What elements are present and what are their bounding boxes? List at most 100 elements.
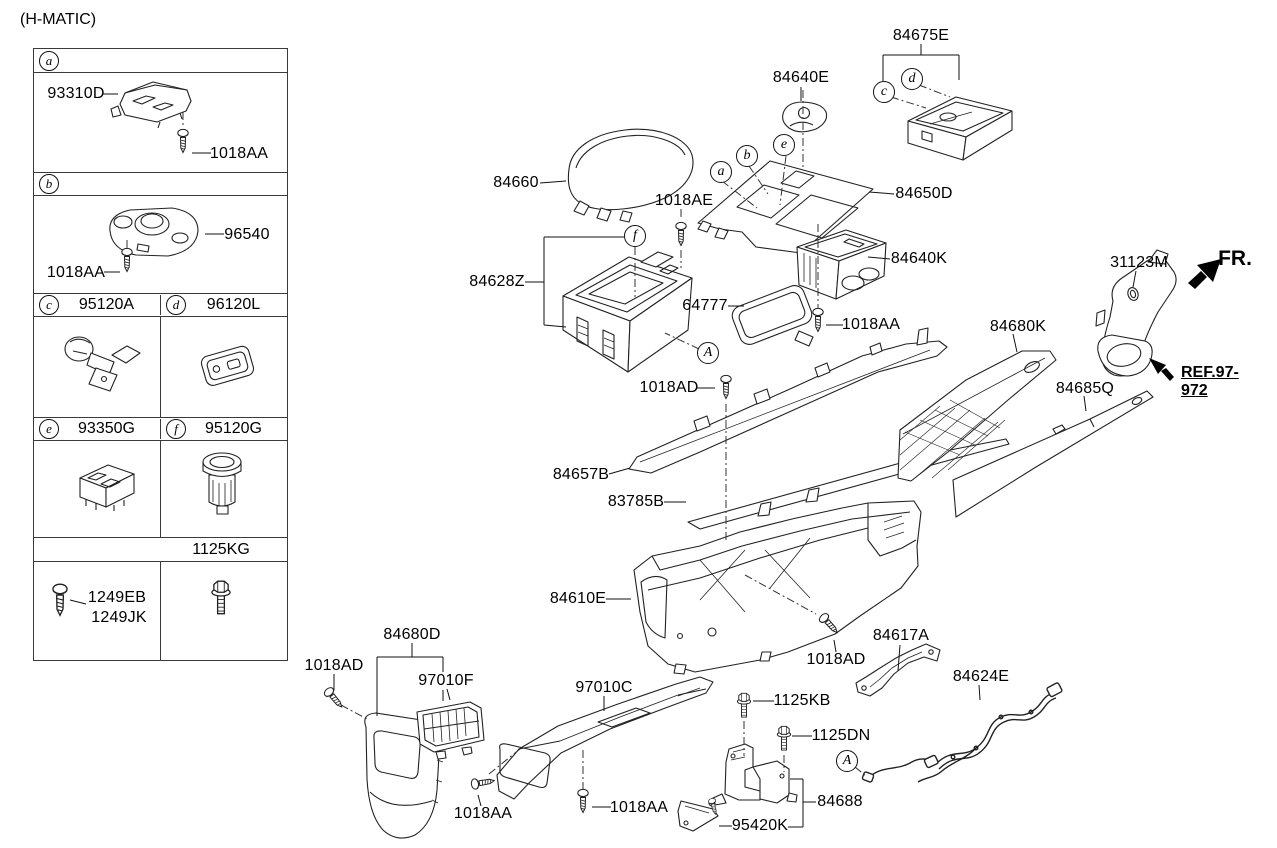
part-label-84688-32: 84688 — [817, 793, 863, 810]
part-label-1018AA-29: 1018AA — [609, 799, 669, 816]
part-84628Z-storage-tray — [562, 251, 693, 373]
part-label-1018AD-25: 1018AD — [304, 657, 364, 674]
screw-icon — [707, 797, 720, 816]
part-label-84680K-15: 84680K — [989, 318, 1047, 335]
part-95420K-strap — [677, 799, 719, 832]
callout-A-icon-7: A — [836, 750, 858, 772]
bolt-icon — [776, 725, 792, 751]
part-label-1018AE-9: 1018AE — [654, 192, 714, 209]
part-84617A-bracket — [855, 643, 941, 697]
part-84610E-console-body — [633, 487, 922, 675]
fr-arrow-icon — [1188, 259, 1221, 289]
callout-f-icon-5: f — [624, 225, 646, 247]
part-label-84640E-7: 84640E — [772, 69, 830, 86]
part-label-31123M-16: 31123M — [1110, 254, 1168, 271]
part-label-84617A-23: 84617A — [872, 627, 930, 644]
part-label-84610E-21: 84610E — [549, 590, 607, 607]
part-64777-lid — [731, 285, 814, 347]
part-label-1249EB-4: 1249EB — [87, 589, 147, 606]
part-number-93350G: 93350G — [78, 420, 135, 437]
legend-row-screws-image — [34, 562, 287, 660]
part-84680K-mesh-panel — [897, 350, 1057, 482]
screw-icon — [470, 774, 496, 791]
part-label-1018AA-28: 1018AA — [453, 805, 513, 822]
part-label-95420K-33: 95420K — [731, 817, 789, 834]
reference-link-label: REF.97-972 — [1181, 364, 1239, 399]
part-label-1018AD-18: 1018AD — [639, 379, 699, 396]
legend-cell-c: c 95120A — [34, 295, 161, 315]
part-84685Q-strip — [952, 390, 1154, 518]
part-97010F-vent — [416, 701, 485, 760]
screw-icon — [720, 374, 732, 399]
part-label-84628Z-12: 84628Z — [469, 273, 525, 290]
part-label-1018AA-14: 1018AA — [841, 316, 901, 333]
part-83785B-strip — [687, 438, 1010, 530]
part-84657B-rail — [628, 327, 948, 474]
part-label-1018AD-22: 1018AD — [806, 651, 866, 668]
fr-direction-label: FR. — [1218, 247, 1252, 270]
part-label-96540-2: 96540 — [224, 226, 270, 243]
part-84624E-harness — [861, 682, 1063, 783]
part-label-64777-13: 64777 — [682, 297, 728, 314]
callout-A-icon-6: A — [697, 342, 719, 364]
part-31123M-oring — [1127, 287, 1139, 301]
callout-e-icon: e — [39, 419, 59, 439]
part-number-1125KG: 1125KG — [192, 540, 250, 558]
part-label-84685Q-17: 84685Q — [1055, 380, 1115, 397]
callout-a-icon-0: a — [710, 161, 732, 183]
legend-row-ef-header: e 93350G f 95120G — [34, 418, 287, 441]
callout-b-icon: b — [39, 174, 59, 194]
callout-f-icon: f — [166, 419, 186, 439]
legend-row-b-header: b — [34, 173, 287, 196]
legend-cell-d: d 96120L — [161, 295, 287, 315]
part-label-1249JK-5: 1249JK — [91, 609, 147, 626]
part-label-84680D-24: 84680D — [383, 626, 441, 643]
screw-icon — [675, 221, 687, 246]
callout-d-icon-4: d — [901, 68, 923, 90]
legend-table: a b c 95120A d 96120L e 93350G f — [33, 48, 288, 661]
part-label-1125DN-31: 1125DN — [811, 727, 871, 744]
part-label-84660-8: 84660 — [493, 174, 539, 191]
part-number-95120A: 95120A — [78, 296, 135, 313]
part-number-96120L: 96120L — [206, 296, 261, 313]
part-label-84675E-6: 84675E — [892, 27, 950, 44]
part-84680D-rear-panel — [364, 712, 444, 839]
callout-a-icon: a — [39, 50, 59, 71]
screw-icon — [817, 611, 842, 637]
part-number-95120G: 95120G — [205, 420, 262, 437]
legend-row-cd-image — [34, 317, 287, 418]
console-part-drawings — [364, 96, 1177, 839]
legend-cell-1125kg: 1125KG — [161, 541, 287, 559]
part-label-97010C-27: 97010C — [575, 679, 633, 696]
legend-cell-e: e 93350G — [34, 419, 161, 439]
callout-c-icon-3: c — [873, 81, 895, 103]
part-84675E-tray — [907, 96, 1013, 161]
legend-cell-f: f 95120G — [161, 419, 287, 439]
callout-c-icon: c — [39, 295, 59, 315]
part-label-1018AA-1: 1018AA — [209, 145, 269, 162]
legend-row-1125kg: 1125KG — [34, 538, 287, 562]
part-label-84624E-34: 84624E — [952, 668, 1010, 685]
screw-icon — [812, 307, 824, 332]
legend-row-cd-header: c 95120A d 96120L — [34, 294, 287, 317]
part-label-84650D-10: 84650D — [895, 185, 953, 202]
part-label-84640K-11: 84640K — [890, 250, 948, 267]
callout-d-icon: d — [166, 295, 186, 315]
part-label-83785B-20: 83785B — [607, 493, 665, 510]
part-84640K-cupholder — [796, 229, 887, 300]
screw-icon — [577, 788, 589, 813]
ref-arrow-icon — [1149, 358, 1174, 381]
page-title: (H-MATIC) — [20, 11, 97, 28]
part-84688-bracket — [712, 743, 798, 806]
callout-b-icon-1: b — [736, 145, 758, 167]
screw-icon — [322, 685, 347, 711]
legend-row-ef-image — [34, 441, 287, 538]
part-label-1018AA-3: 1018AA — [46, 264, 106, 281]
bolt-icon — [736, 692, 752, 718]
part-label-93310D-0: 93310D — [47, 85, 105, 102]
callout-e-icon-2: e — [773, 134, 795, 156]
part-label-84657B-19: 84657B — [552, 466, 610, 483]
legend-row-a-header: a — [34, 49, 287, 73]
part-label-1125KB-30: 1125KB — [773, 692, 831, 709]
